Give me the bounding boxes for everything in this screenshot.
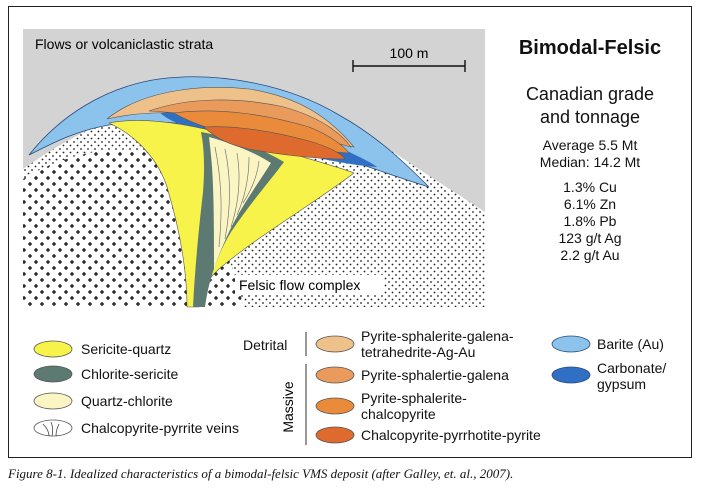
legend-line: Pyrite-sphalerite- [361,390,467,406]
py-sp-gn-swatch [315,366,355,384]
barite-swatch [551,335,591,353]
legend-barite: Barite (Au) [597,336,664,352]
legend-chlorite-sericite: Chlorite-sericite [81,366,179,382]
side-subtitle: Canadian grade and tonnage [487,83,693,129]
legend-carbonate: Carbonate/ gypsum [597,360,666,392]
grade-ag: 123 g/t Ag [558,230,622,246]
sericite-quartz-swatch [33,340,73,358]
grade-list: 1.3% Cu 6.1% Zn 1.8% Pb 123 g/t Ag 2.2 g… [487,179,693,264]
grade-cu: 1.3% Cu [563,179,617,195]
grade-au: 2.2 g/t Au [560,247,620,263]
legend-py-sp-cp: Pyrite-sphalerite- chalcopyrite [361,390,467,422]
grade-pb: 1.8% Pb [563,213,617,229]
average-tonnage: Average 5.5 Mt [542,137,638,153]
scale-bar-label: 100 m [390,45,429,61]
legend-line: chalcopyrite [361,406,436,422]
figure-caption: Figure 8-1. Idealized characteristics of… [8,466,514,481]
legend-sericite-quartz: Sericite-quartz [81,341,172,357]
legend-cp-po-py: Chalcopyrite-pyrrhotite-pyrite [361,427,541,443]
legend-detrital-ore: Pyrite-sphalerite-galena- tetrahedrite-A… [361,328,514,360]
legend-line: Carbonate/ [597,360,667,376]
legend-quartz-chlorite: Quartz-chlorite [81,393,173,409]
legend-line: Pyrite-sphalerite-galena- [361,328,514,344]
legend-line: gypsum [597,376,647,392]
strata-label: Flows or volcaniclastic strata [35,36,213,52]
side-subtitle-line: Canadian grade [525,84,655,104]
figure-frame: 100 m Flows or volcaniclastic strata Fel… [8,6,692,458]
felsic-flow-label: Felsic flow complex [239,277,360,293]
carbonate-swatch [551,366,591,384]
felsic-label-background [235,275,383,295]
side-subtitle-line: and tonnage [539,107,641,127]
median-tonnage: Median: 14.2 Mt [539,154,641,170]
quartz-chlorite-swatch [33,392,73,410]
detrital-ore-swatch [315,335,355,353]
legend-line: tetrahedrite-Ag-Au [361,344,476,360]
quartz-chlorite-core [209,137,271,269]
vms-cross-section-diagram: 100 m Flows or volcaniclastic strata Fel… [23,29,591,445]
legend-detrital-label: Detrital [243,337,288,353]
grade-zn: 6.1% Zn [563,196,617,212]
legend-veins: Chalcopyrite-pyrrite veins [81,420,239,436]
side-title: Bimodal-Felsic [518,37,662,59]
veins-swatch [33,419,73,437]
chlorite-sericite-swatch [33,365,73,383]
chalcopyrite-pyrite-veins [214,146,260,248]
py-sp-cp-swatch [315,397,355,415]
legend-py-sp-gn: Pyrite-sphalertie-galena [361,367,509,383]
tonnage-stats: Average 5.5 Mt Median: 14.2 Mt [487,137,693,171]
cp-po-py-ore-layer [203,126,346,160]
cp-po-py-swatch [315,426,355,444]
scale-bar [352,60,466,72]
veins-icon [42,421,60,437]
massive-label: Massive [280,381,296,433]
